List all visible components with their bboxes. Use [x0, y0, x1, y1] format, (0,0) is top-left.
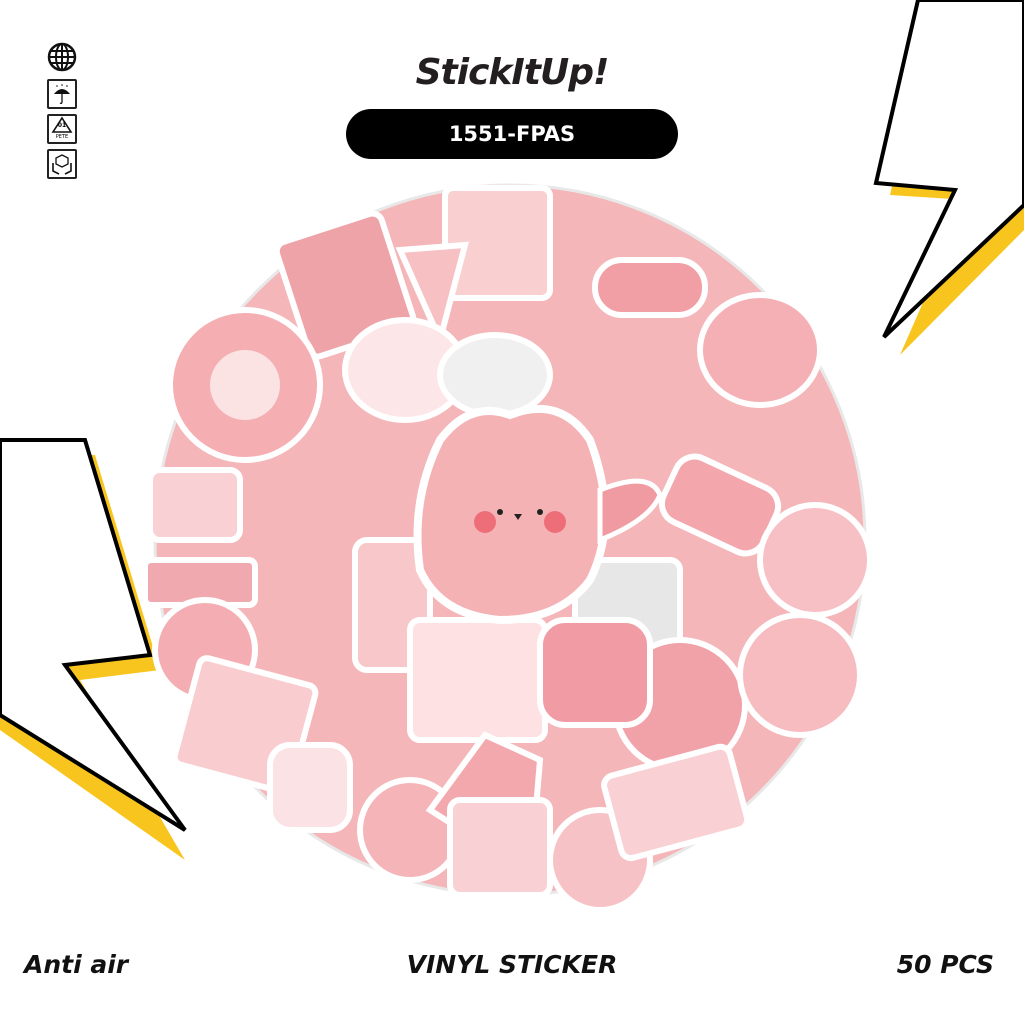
right-lightning-bolt: [873, 0, 1024, 355]
sticker-heart: [757, 502, 873, 618]
sticker-computer: [442, 185, 553, 301]
left-lightning-bolt: [0, 438, 187, 860]
recycle-material: PETE: [55, 134, 69, 140]
sticker-chick: [413, 404, 663, 625]
sticker-submarine: [437, 332, 553, 418]
recycle-pete-icon: 01 PETE: [47, 114, 77, 144]
product-code-badge: 1551-FPAS: [346, 109, 678, 159]
sticker-umbrella: [147, 467, 243, 543]
sticker-rabbit: [267, 742, 353, 833]
sticker-sun-card: [447, 797, 553, 898]
sticker-pig: [737, 612, 863, 738]
sticker-polaroid: [407, 617, 548, 743]
globe-icon: [47, 42, 77, 72]
recycle-number: 01: [57, 122, 67, 129]
sticker-cup: [395, 241, 469, 350]
sticker-sleep-mask: [592, 257, 708, 318]
sticker-tablet: [601, 743, 751, 862]
fragile-handle-icon: [47, 149, 77, 179]
brand-logo: StickItUp!: [415, 52, 610, 93]
pieces-count-label: 50 PCS: [896, 950, 994, 979]
vinyl-sticker-label: VINYL STICKER: [406, 950, 618, 979]
keep-dry-umbrella-icon: [47, 79, 77, 109]
sticker-pocket: [537, 617, 653, 728]
sticker-bow: [697, 292, 823, 408]
anti-air-label: Anti air: [24, 950, 129, 979]
